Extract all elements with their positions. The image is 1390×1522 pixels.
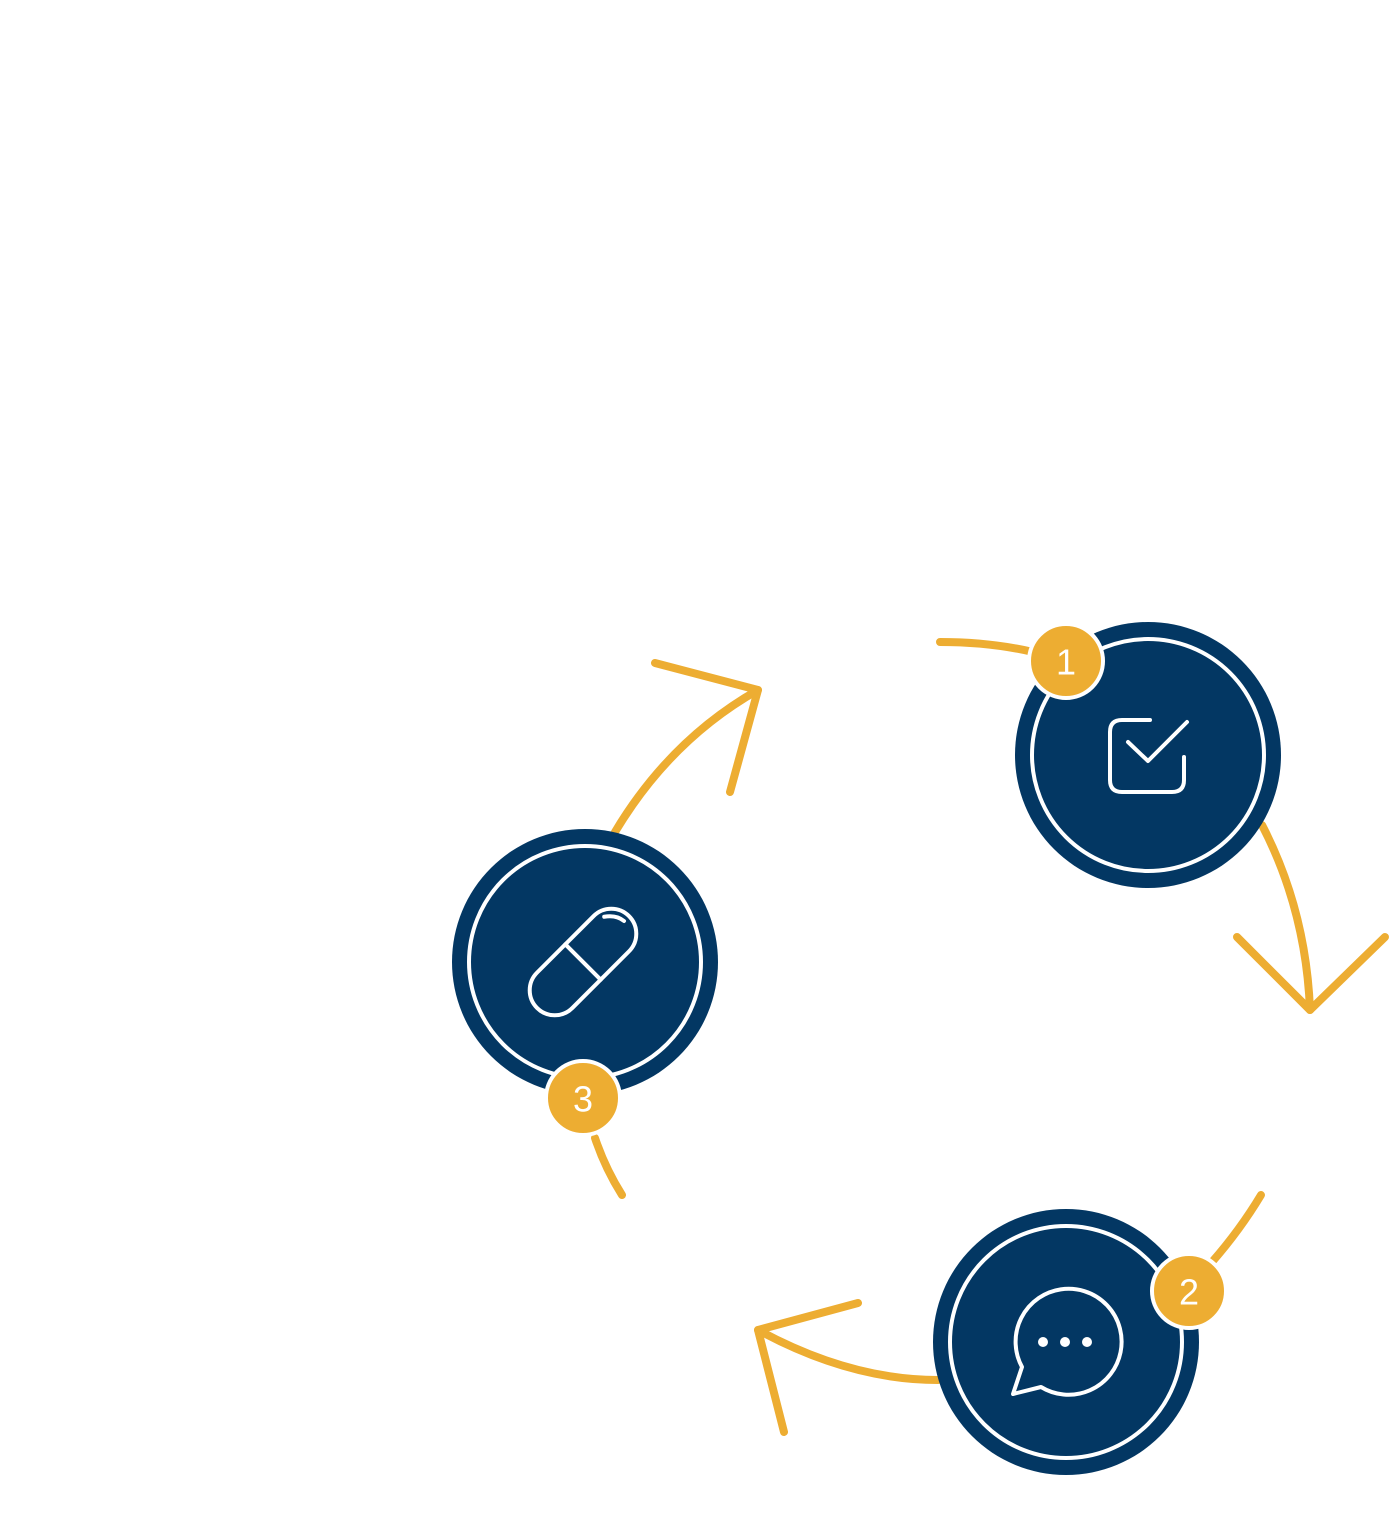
step-number-1: 1: [1056, 642, 1076, 683]
step-3-node: [452, 829, 718, 1095]
arrow-to-step-1: [936, 638, 1037, 656]
step-number-2: 2: [1179, 1272, 1199, 1313]
step-badge-1: 1: [1027, 622, 1105, 700]
chat-bubble-icon: [1011, 1286, 1124, 1397]
arrow-to-step-2: [1208, 1191, 1265, 1266]
step-2-node: [933, 1209, 1199, 1475]
arrow-head-up-right: [651, 659, 762, 796]
arrow-head-down: [1233, 933, 1389, 1014]
checkbox-icon: [1108, 718, 1189, 794]
step-number-3: 3: [573, 1079, 593, 1120]
arrow-step-2-to-3: [754, 1326, 942, 1384]
arrow-step-1-to-2: [1258, 821, 1314, 1014]
cycle-arrows: [591, 638, 1389, 1436]
step-badge-2: 2: [1150, 1252, 1228, 1330]
step-badge-3: 3: [544, 1059, 622, 1137]
arrow-head-left: [754, 1299, 862, 1436]
arrow-step-3-to-1: [611, 686, 762, 836]
pill-capsule-icon: [527, 906, 639, 1018]
arrow-to-step-3: [591, 1134, 626, 1199]
